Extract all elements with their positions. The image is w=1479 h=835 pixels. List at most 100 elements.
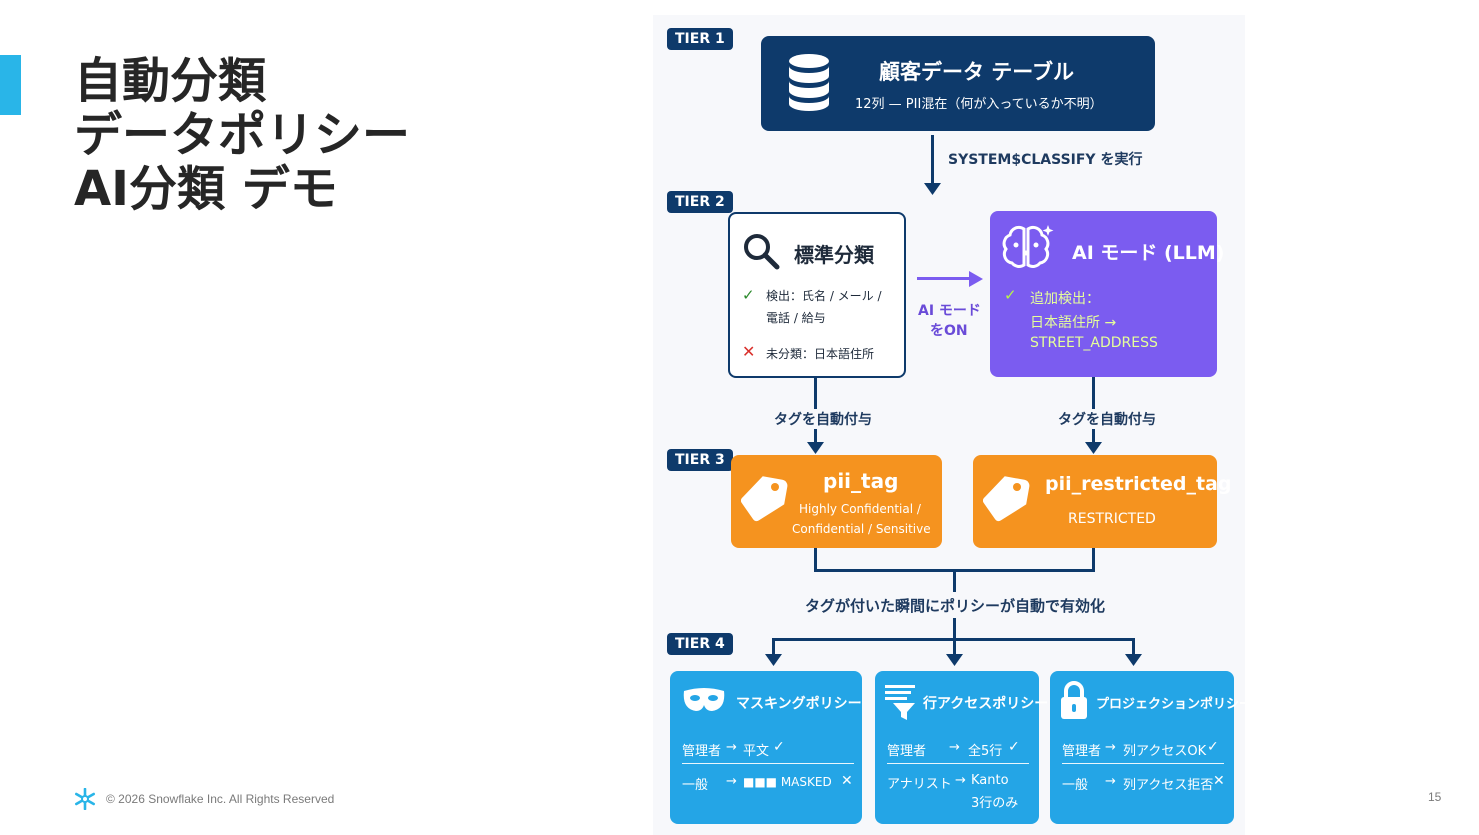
projection-policy-title: プロジェクションポリシー <box>1096 697 1253 712</box>
database-icon <box>789 54 829 111</box>
slide-title: 自動分類 データポリシー AI分類 デモ <box>74 54 410 216</box>
arrow-right-icon: → <box>726 774 737 789</box>
row-access-row2-right-b: 3行のみ <box>971 796 1019 811</box>
arrow-right-icon: → <box>726 740 737 755</box>
tier-2-badge: TIER 2 <box>667 191 733 213</box>
cross-icon: ✕ <box>841 773 853 789</box>
pii-tag-line-2: Confidential / Sensitive <box>792 522 931 536</box>
tier-1-badge: TIER 1 <box>667 28 733 50</box>
customer-table-box: 顧客データ テーブル 12列 — PII混在（何が入っているか不明） <box>761 36 1155 131</box>
row-access-row1-left: 管理者 <box>887 744 927 759</box>
cross-icon: ✕ <box>742 342 756 361</box>
projection-row1-right: 列アクセスOK <box>1123 744 1207 759</box>
tag-arrow-left-head <box>807 442 824 454</box>
mask-icon <box>683 688 725 711</box>
arrow-right-icon: → <box>949 740 960 755</box>
tier-3-badge: TIER 3 <box>667 449 733 471</box>
pii-restricted-tag-box: pii_restricted_tag RESTRICTED <box>973 455 1232 548</box>
standard-classification-box: 標準分類 ✓ 検出：氏名 / メール / 電話 / 給与 ✕ 未分類：日本語住所 <box>728 212 906 378</box>
arrow-classify-line <box>931 135 934 191</box>
ai-mode-line-1: 追加検出： <box>1030 291 1100 307</box>
accent-bar <box>0 55 21 115</box>
lock-icon <box>1061 681 1087 719</box>
masking-row1-right: 平文 <box>743 744 770 759</box>
classify-label: SYSTEM$CLASSIFY を実行 <box>948 152 1143 168</box>
ai-check-icon: ✓ <box>1004 286 1017 304</box>
tag-icon <box>741 476 788 522</box>
row-access-policy-title: 行アクセスポリシー <box>923 696 1049 712</box>
row-access-row1-right: 全5行 <box>968 744 1003 759</box>
row-access-policy-box: 行アクセスポリシー 管理者 → 全5行 ✓ アナリスト → Kanto 3行のみ <box>875 671 1048 824</box>
policy-arrow-left-head <box>765 654 782 666</box>
masking-policy-title: マスキングポリシー <box>736 696 862 712</box>
row-access-row2-right: Kanto <box>971 773 1009 788</box>
tag-icon <box>983 476 1030 522</box>
cross-icon: ✕ <box>1213 773 1225 789</box>
snowflake-logo-icon <box>74 788 96 810</box>
classification-diagram: TIER 1 顧客データ テーブル 12列 — PII混在（何が入っているか不明… <box>653 15 1252 835</box>
check-icon: ✓ <box>742 286 755 304</box>
ai-mode-line-3: STREET_ADDRESS <box>1030 335 1158 351</box>
ai-mode-box: AI モード (LLM) ✓ 追加検出： 日本語住所 → STREET_ADDR… <box>990 211 1225 377</box>
policy-branch-left <box>772 638 775 656</box>
title-line-1: 自動分類 <box>74 53 267 109</box>
divider <box>682 763 854 764</box>
masking-row2-left: 一般 <box>682 778 709 793</box>
divider <box>1062 763 1224 764</box>
pii-restricted-tag-title: pii_restricted_tag <box>1045 473 1232 495</box>
tag-arrow-right-head <box>1085 442 1102 454</box>
policy-branch-mid <box>953 638 956 656</box>
projection-row2-right: 列アクセス拒否 <box>1123 778 1214 793</box>
arrow-right-icon: → <box>1105 740 1116 755</box>
row-access-row2-left: アナリスト <box>887 777 952 792</box>
search-icon <box>744 234 780 270</box>
masking-row1-left: 管理者 <box>682 744 722 759</box>
copyright-text: © 2026 Snowflake Inc. All Rights Reserve… <box>106 792 335 806</box>
auto-tag-label-left: タグを自動付与 <box>772 409 874 429</box>
filter-icon <box>885 685 915 720</box>
footer: © 2026 Snowflake Inc. All Rights Reserve… <box>74 788 334 810</box>
pii-tag-box: pii_tag Highly Confidential / Confidenti… <box>731 455 942 548</box>
ai-switch-arrow-line <box>917 277 973 280</box>
bracket-bottom <box>814 569 1095 572</box>
policy-stem <box>953 618 956 640</box>
arrow-right-icon: → <box>1105 774 1116 789</box>
customer-table-subtitle: 12列 — PII混在（何が入っているか不明） <box>855 97 1103 112</box>
check-icon: ✓ <box>1207 739 1219 755</box>
divider <box>887 763 1029 764</box>
brain-icon <box>1002 225 1054 268</box>
projection-policy-box: プロジェクションポリシー 管理者 → 列アクセスOK ✓ 一般 → 列アクセス拒… <box>1050 671 1252 824</box>
bracket-stem <box>953 572 956 592</box>
check-icon: ✓ <box>773 739 785 755</box>
pii-tag-title: pii_tag <box>823 469 899 493</box>
page-number: 15 <box>1428 790 1442 804</box>
ai-mode-line-2: 日本語住所 → <box>1030 315 1117 331</box>
standard-title: 標準分類 <box>794 243 874 267</box>
auto-tag-label-right: タグを自動付与 <box>1056 409 1158 429</box>
title-line-3: AI分類 デモ <box>74 161 338 217</box>
standard-detected: 検出：氏名 / メール / <box>766 289 882 303</box>
arrow-right-icon: → <box>955 773 966 788</box>
bracket-left <box>814 548 817 571</box>
projection-row2-left: 一般 <box>1062 778 1089 793</box>
ai-switch-arrow-head <box>969 271 983 287</box>
pii-restricted-tag-line-1: RESTRICTED <box>1068 511 1156 527</box>
standard-unclassified: 未分類：日本語住所 <box>766 347 875 361</box>
ai-switch-label-2: をON <box>930 323 968 339</box>
bracket-right <box>1092 548 1095 571</box>
ai-switch-label-1: AI モード <box>918 303 981 319</box>
title-line-2: データポリシー <box>74 107 411 163</box>
tier-4-badge: TIER 4 <box>667 633 733 655</box>
masking-row2-right: ■■■ MASKED <box>743 775 832 789</box>
arrow-classify-head <box>924 183 941 195</box>
policy-arrow-mid-head <box>946 654 963 666</box>
projection-row1-left: 管理者 <box>1062 744 1102 759</box>
standard-detected-2: 電話 / 給与 <box>766 311 826 325</box>
policy-arrow-right-head <box>1125 654 1142 666</box>
policy-branch-right <box>1132 638 1135 656</box>
masking-policy-box: マスキングポリシー 管理者 → 平文 ✓ 一般 → ■■■ MASKED ✕ <box>670 671 862 824</box>
ai-mode-title: AI モード (LLM) <box>1072 242 1225 264</box>
pii-tag-line-1: Highly Confidential / <box>799 502 921 516</box>
policy-activation-label: タグが付いた瞬間にポリシーが自動で有効化 <box>805 597 1106 615</box>
check-icon: ✓ <box>1008 739 1020 755</box>
